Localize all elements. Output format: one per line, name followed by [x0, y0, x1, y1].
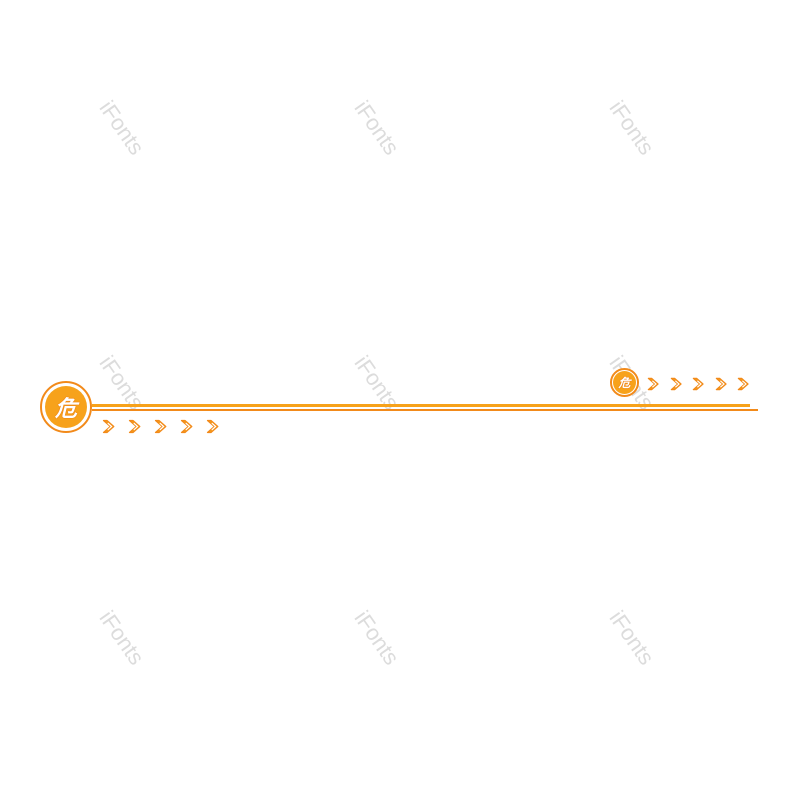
watermark-text: iFonts — [349, 606, 405, 670]
danger-icon: 危 — [613, 371, 636, 394]
double-chevron-right-icon — [715, 377, 727, 391]
divider-line-primary — [92, 404, 750, 407]
double-chevron-right-icon — [670, 377, 682, 391]
double-chevron-right-icon — [206, 419, 219, 434]
watermark-text: iFonts — [604, 96, 660, 160]
double-chevron-right-icon — [692, 377, 704, 391]
danger-badge-large: 危 — [40, 381, 92, 433]
chevron-row-right — [646, 376, 759, 392]
watermark-text: iFonts — [604, 606, 660, 670]
double-chevron-right-icon — [180, 419, 193, 434]
double-chevron-right-icon — [647, 377, 659, 391]
double-chevron-right-icon — [128, 419, 141, 434]
double-chevron-right-icon — [154, 419, 167, 434]
divider-line-secondary — [92, 409, 758, 411]
watermark-text: iFonts — [94, 606, 150, 670]
danger-icon: 危 — [45, 386, 87, 428]
danger-badge-small: 危 — [610, 368, 639, 397]
double-chevron-right-icon — [102, 419, 115, 434]
watermark-text: iFonts — [349, 96, 405, 160]
chevron-row-left — [101, 418, 231, 435]
watermark-text: iFonts — [94, 96, 150, 160]
double-chevron-right-icon — [737, 377, 749, 391]
